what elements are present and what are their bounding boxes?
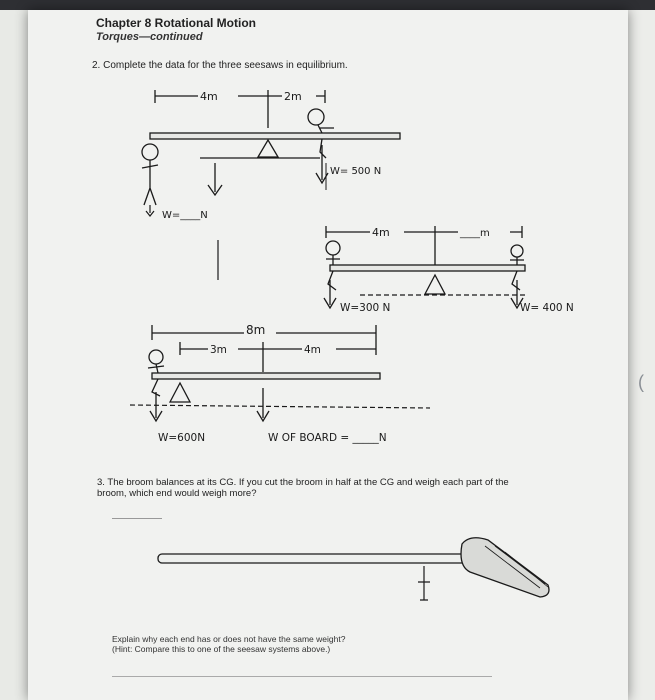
seesaw-1-weight-arrow bbox=[207, 163, 223, 197]
seesaw-3-dist-left: 3m bbox=[210, 344, 227, 356]
seesaw-2-weight-right: W= 400 N bbox=[520, 302, 574, 314]
seesaw-3-label-bg-left bbox=[208, 343, 238, 355]
page-bleed-right bbox=[628, 10, 655, 700]
seesaw-1-dist-right: 2m bbox=[284, 90, 302, 103]
answer-line-question-3[interactable] bbox=[112, 518, 162, 519]
seesaw-1-weight-right: W= 500 N bbox=[330, 166, 381, 177]
explain-prompt: Explain why each end has or does not hav… bbox=[112, 634, 492, 654]
broom-bristles bbox=[484, 545, 549, 589]
seesaw-2-fulcrum bbox=[423, 273, 447, 295]
section-subtitle: Torques—continued bbox=[96, 31, 203, 43]
seesaw-2-right-child bbox=[510, 244, 524, 310]
seesaw-2-left-child bbox=[323, 240, 341, 310]
seesaw-1: 4m 2m W=____N W= 500 N bbox=[141, 89, 401, 280]
question-3: 3. The broom balances at its CG. If you … bbox=[97, 477, 509, 499]
explain-hint: (Hint: Compare this to one of the seesaw… bbox=[112, 644, 331, 654]
seesaw-3-weight-left: W=600N bbox=[158, 432, 205, 444]
seesaw-3-ground bbox=[129, 404, 431, 409]
seesaw-3-board bbox=[151, 372, 381, 380]
seesaw-1-board bbox=[149, 132, 401, 140]
margin-mark: ( bbox=[638, 372, 644, 392]
seesaw-2-label-bg-right bbox=[458, 225, 510, 238]
seesaw-3-dist-right: 4m bbox=[304, 344, 321, 356]
broom-head bbox=[460, 537, 550, 598]
broom-handle bbox=[157, 553, 481, 564]
screen-top-edge bbox=[0, 0, 655, 12]
seesaw-2-dist-left: 4m bbox=[372, 226, 390, 239]
seesaw-2: 4m ____m W=300 N W= 400 N bbox=[323, 225, 574, 314]
seesaw-3-board-weight-arrow bbox=[256, 388, 270, 423]
seesaw-3-dist-total: 8m bbox=[246, 323, 265, 337]
seesaw-2-label-bg-left bbox=[370, 225, 404, 238]
seesaw-1-weight-left: W=____N bbox=[162, 210, 208, 221]
seesaw-3-left-child bbox=[147, 349, 165, 423]
seesaw-1-fulcrum bbox=[256, 138, 280, 158]
question-2: 2. Complete the data for the three seesa… bbox=[92, 60, 348, 71]
seesaw-2-dist-right: ____m bbox=[459, 228, 490, 239]
broom-diagram bbox=[157, 537, 550, 601]
seesaw-1-dist-left: 4m bbox=[200, 90, 218, 103]
broom-balance-finger bbox=[418, 566, 430, 601]
seesaw-3: 8m 3m 4m W=600N W OF BOARD = _____N bbox=[129, 321, 431, 444]
seesaw-3-weight-board: W OF BOARD = _____N bbox=[268, 432, 387, 444]
seesaw-3-label-bg-total bbox=[244, 321, 276, 337]
seesaw-1-left-child bbox=[141, 143, 159, 217]
seesaw-2-board bbox=[329, 264, 526, 272]
seesaw-3-label-bg-right bbox=[302, 343, 336, 355]
seesaw-3-fulcrum bbox=[168, 381, 192, 403]
explain-line-1: Explain why each end has or does not hav… bbox=[112, 634, 346, 644]
answer-line-explain[interactable] bbox=[112, 676, 492, 677]
seesaw-1-label-bg-right bbox=[282, 89, 316, 102]
seesaw-2-weight-left: W=300 N bbox=[340, 302, 390, 314]
seesaw-1-label-bg-left bbox=[198, 89, 238, 102]
chapter-title: Chapter 8 Rotational Motion bbox=[96, 16, 256, 30]
page-bleed-left bbox=[0, 10, 28, 700]
